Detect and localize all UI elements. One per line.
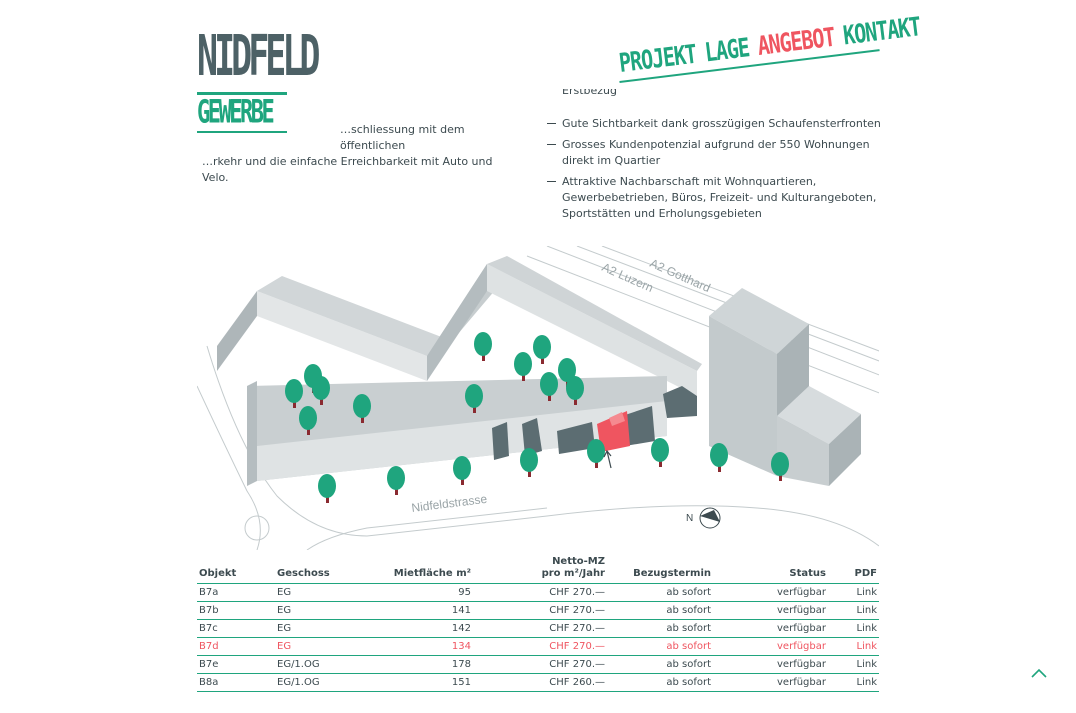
cell-flaeche: 134 (365, 637, 473, 656)
pdf-link[interactable]: Link (828, 637, 879, 656)
table-row-highlighted[interactable]: B7d EG 134 CHF 270.— ab sofort verfügbar… (197, 637, 879, 656)
cell-geschoss: EG (275, 637, 365, 656)
location-text: …schliessung mit dem öffentlichen …rkehr… (202, 122, 520, 186)
feature-cut-off: Erstbezug (562, 89, 617, 97)
feature-item: Grosses Kundenpotenzial aufgrund der 550… (547, 137, 882, 169)
site-map: A2 Luzern A2 Gotthard Nidfeldstrasse N (197, 246, 879, 550)
cell-status: verfügbar (713, 601, 828, 620)
col-geschoss: Geschoss (275, 556, 365, 584)
cell-status: verfügbar (713, 673, 828, 692)
units-table: Objekt Geschoss Mietfläche m² Netto-MZ p… (197, 556, 879, 692)
cell-flaeche: 151 (365, 673, 473, 692)
col-flaeche: Mietfläche m² (365, 556, 473, 584)
pdf-link[interactable]: Link (828, 655, 879, 674)
cell-netto: CHF 270.— (473, 637, 607, 656)
nav-projekt[interactable]: PROJEKT (617, 38, 698, 79)
cell-flaeche: 178 (365, 655, 473, 674)
svg-text:N: N (686, 513, 693, 524)
dark-blocks (492, 386, 697, 460)
cell-netto: CHF 260.— (473, 673, 607, 692)
cell-netto: CHF 270.— (473, 655, 607, 674)
logo-line-1: NIDFELD (197, 25, 321, 90)
location-text-line-1: …schliessung mit dem öffentlichen (340, 123, 465, 152)
cell-netto: CHF 270.— (473, 601, 607, 620)
cell-geschoss: EG (275, 619, 365, 638)
pdf-link[interactable]: Link (828, 601, 879, 620)
cell-status: verfügbar (713, 619, 828, 638)
cell-objekt: B7a (197, 583, 275, 602)
cell-objekt: B8a (197, 673, 275, 692)
trees (285, 332, 789, 503)
table-row[interactable]: B8a EG/1.OG 151 CHF 260.— ab sofort verf… (197, 673, 879, 692)
cell-bezug: ab sofort (607, 655, 713, 674)
feature-item: Gute Sichtbarkeit dank grosszügigen Scha… (547, 116, 882, 132)
cell-objekt: B7e (197, 655, 275, 674)
main-nav: PROJEKT LAGE ANGEBOT KONTAKT (614, 4, 922, 86)
cell-geschoss: EG (275, 601, 365, 620)
cell-objekt: B7d (197, 637, 275, 656)
cell-geschoss: EG/1.OG (275, 673, 365, 692)
cell-geschoss: EG (275, 583, 365, 602)
pdf-link[interactable]: Link (828, 619, 879, 638)
building-zigzag (217, 256, 702, 396)
label-nidfeldstrasse: Nidfeldstrasse (411, 492, 488, 515)
nav-kontakt[interactable]: KONTAKT (841, 10, 922, 51)
feature-item: Attraktive Nachbarschaft mit Wohnquartie… (547, 174, 882, 222)
pdf-link[interactable]: Link (828, 583, 879, 602)
cell-netto: CHF 270.— (473, 619, 607, 638)
pdf-link[interactable]: Link (828, 673, 879, 692)
cell-geschoss: EG/1.OG (275, 655, 365, 674)
logo-line-2: GEWERBE (197, 95, 275, 132)
cell-netto: CHF 270.— (473, 583, 607, 602)
table-row[interactable]: B7b EG 141 CHF 270.— ab sofort verfügbar… (197, 601, 879, 620)
cell-bezug: ab sofort (607, 673, 713, 692)
col-bezug: Bezugstermin (607, 556, 713, 584)
cell-flaeche: 141 (365, 601, 473, 620)
cell-objekt: B7b (197, 601, 275, 620)
logo-underline (197, 131, 287, 133)
building-tower (709, 288, 861, 486)
cell-bezug: ab sofort (607, 583, 713, 602)
cell-status: verfügbar (713, 583, 828, 602)
nav-angebot[interactable]: ANGEBOT (755, 21, 837, 62)
table-row[interactable]: B7a EG 95 CHF 270.— ab sofort verfügbar … (197, 583, 879, 602)
cell-flaeche: 142 (365, 619, 473, 638)
cell-bezug: ab sofort (607, 637, 713, 656)
table-row[interactable]: B7e EG/1.OG 178 CHF 270.— ab sofort verf… (197, 655, 879, 674)
cell-flaeche: 95 (365, 583, 473, 602)
cell-status: verfügbar (713, 637, 828, 656)
location-text-line-2: …rkehr und die einfache Erreichbarkeit m… (202, 155, 493, 184)
cell-status: verfügbar (713, 655, 828, 674)
table-header-row: Objekt Geschoss Mietfläche m² Netto-MZ p… (197, 556, 879, 584)
logo[interactable]: NIDFELD GEWERBE (197, 29, 321, 133)
cell-objekt: B7c (197, 619, 275, 638)
col-objekt: Objekt (197, 556, 275, 584)
col-pdf: PDF (828, 556, 879, 584)
cell-bezug: ab sofort (607, 619, 713, 638)
cell-bezug: ab sofort (607, 601, 713, 620)
chevron-up-icon[interactable] (1030, 666, 1048, 680)
building-long-low (247, 376, 667, 486)
feature-list: Erstbezug Gute Sichtbarkeit dank grosszü… (547, 89, 882, 227)
col-netto: Netto-MZ pro m²/Jahr (473, 556, 607, 584)
logo-divider (197, 92, 287, 95)
nav-lage[interactable]: LAGE (702, 31, 751, 68)
col-status: Status (713, 556, 828, 584)
table-row[interactable]: B7c EG 142 CHF 270.— ab sofort verfügbar… (197, 619, 879, 638)
north-arrow-icon: N (686, 507, 721, 529)
